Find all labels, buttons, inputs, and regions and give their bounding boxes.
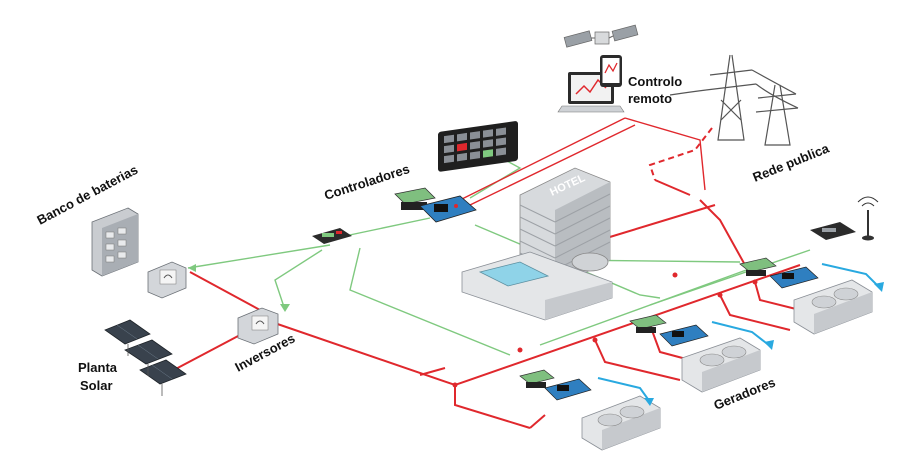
- red-power-lines: [169, 117, 801, 429]
- controller-board-icon: [629, 314, 667, 333]
- controller-board-icon: [544, 378, 592, 401]
- battery-cabinet-icon: [91, 207, 139, 277]
- power-pylon-icon: [669, 54, 799, 146]
- touch-panel-icon: [438, 121, 518, 172]
- controller-board-icon: [739, 257, 777, 276]
- remote-control-label-line1: Controlo: [628, 74, 682, 89]
- solar-plant-label-line1: Planta: [78, 360, 118, 375]
- arrow-heads: [188, 264, 290, 312]
- generator-unit-1: [519, 369, 661, 451]
- generator-unit-3: [739, 257, 884, 335]
- controller-board-icon: [519, 369, 555, 388]
- controller-board-icon: [419, 195, 477, 223]
- generator-icon: [681, 337, 761, 393]
- satellite-icon: [563, 24, 639, 48]
- public-grid-label: Rede publica: [751, 140, 832, 185]
- inverter-box-icon: [237, 307, 279, 345]
- controller-board-icon: [659, 324, 709, 347]
- generator-icon: [581, 395, 661, 451]
- solar-panel-icon: [104, 319, 187, 396]
- generator-unit-2: [629, 314, 774, 393]
- generator-icon: [793, 279, 873, 335]
- controller-board-icon: [769, 266, 819, 289]
- solar-plant-label-line2: Solar: [80, 378, 113, 393]
- controller-board-icon: [810, 222, 856, 240]
- tablet-icon: [600, 55, 622, 87]
- controller-board-icon: [394, 187, 436, 210]
- hotel-building-icon: HOTEL: [461, 167, 613, 321]
- controller-board-icon: [312, 228, 352, 244]
- inverter-box-icon: [147, 261, 187, 299]
- antenna-icon: [857, 196, 879, 241]
- remote-control-label-line2: remoto: [628, 91, 672, 106]
